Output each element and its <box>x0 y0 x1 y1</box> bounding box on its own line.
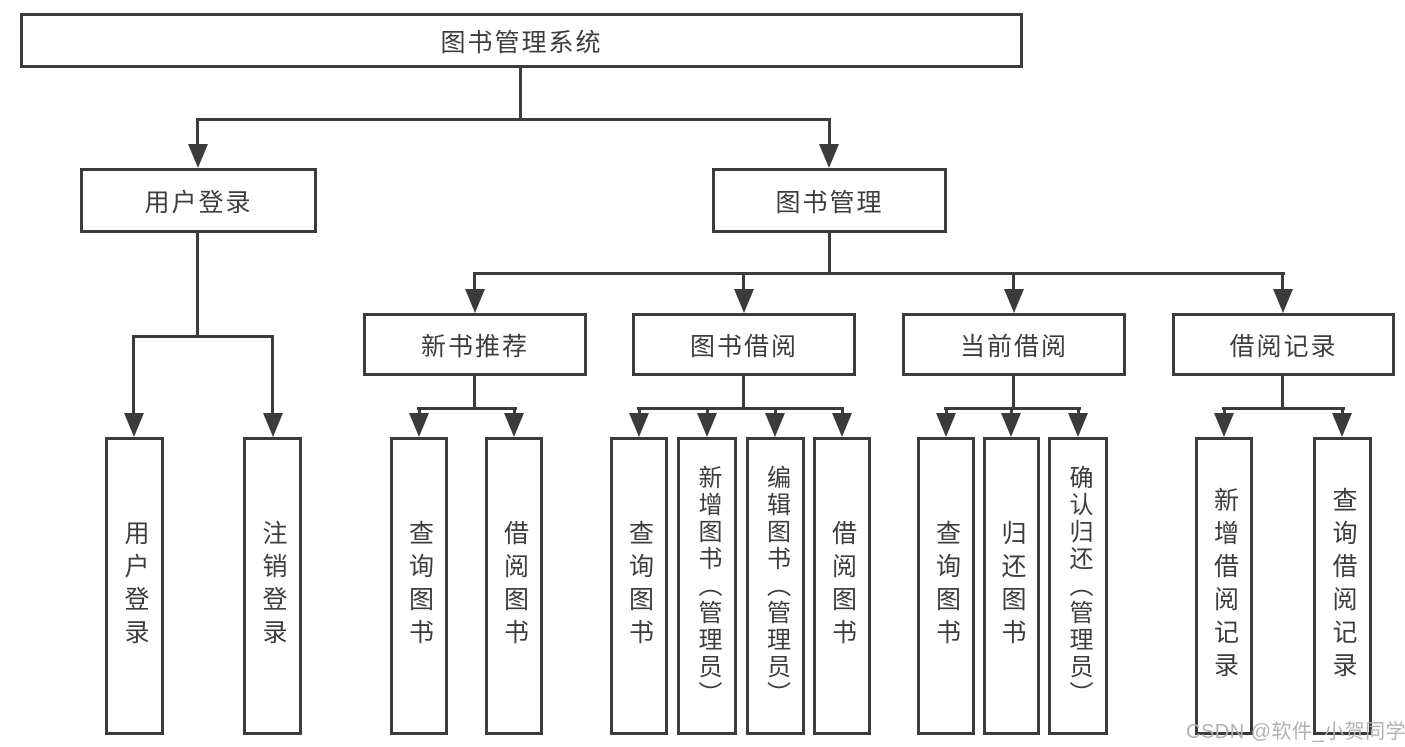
arrow-down-icon <box>819 144 839 168</box>
leaf-label: 查询图书 <box>405 520 434 652</box>
connector-line <box>196 233 199 335</box>
leaf-newrec-query-books: 查询图书 <box>390 437 448 735</box>
connector-line <box>774 407 777 416</box>
leaf-label: 查询借阅记录 <box>1329 487 1357 685</box>
node-current-borrow: 当前借阅 <box>902 313 1126 376</box>
leaf-label: 借阅图书 <box>828 520 857 652</box>
connector-line <box>706 407 709 416</box>
arrow-down-icon <box>1004 289 1024 313</box>
arrow-down-icon <box>765 413 785 437</box>
leaf-current-confirm-return-admin: 确认归还（管理员） <box>1048 437 1108 735</box>
connector-line <box>418 407 421 416</box>
leaf-user-login: 用户登录 <box>105 437 164 735</box>
arrow-down-icon <box>188 144 208 168</box>
leaf-label: 借阅图书 <box>500 520 529 652</box>
arrow-down-icon <box>504 413 524 437</box>
arrow-down-icon <box>734 289 754 313</box>
arrow-down-icon <box>936 413 956 437</box>
connector-line <box>513 407 516 416</box>
arrow-down-icon <box>263 413 283 437</box>
connector-line <box>1012 376 1015 409</box>
connector-line <box>132 335 135 417</box>
connector-line <box>1281 272 1284 294</box>
connector-line <box>1077 407 1080 416</box>
connector-line <box>473 272 1285 275</box>
arrow-down-icon <box>629 413 649 437</box>
connector-line <box>828 233 831 272</box>
connector-line <box>473 272 476 294</box>
connector-line <box>1222 407 1345 410</box>
leaf-label: 编辑图书（管理员） <box>762 464 790 708</box>
connector-line <box>1281 376 1284 409</box>
connector-line <box>637 407 844 410</box>
connector-line <box>841 407 844 416</box>
connector-line <box>271 335 274 417</box>
arrow-down-icon <box>124 413 144 437</box>
connector-line <box>1012 272 1015 294</box>
leaf-borrow-query-books: 查询图书 <box>610 437 668 735</box>
leaf-newrec-borrow-books: 借阅图书 <box>485 437 543 735</box>
leaf-label: 新增借阅记录 <box>1210 487 1239 685</box>
connector-line <box>1010 407 1013 416</box>
connector-line <box>519 68 522 120</box>
connector-line <box>132 335 274 338</box>
arrow-down-icon <box>1273 289 1293 313</box>
leaf-label: 新增图书（管理员） <box>694 464 721 708</box>
arrow-down-icon <box>1214 413 1234 437</box>
node-root: 图书管理系统 <box>20 13 1023 68</box>
leaf-label: 查询图书 <box>625 520 654 652</box>
connector-line <box>742 376 745 409</box>
leaf-borrow-add-books-admin: 新增图书（管理员） <box>677 437 737 735</box>
leaf-label: 确认归还（管理员） <box>1065 464 1092 708</box>
node-book-borrow: 图书借阅 <box>632 313 856 376</box>
node-new-book-recommend: 新书推荐 <box>363 313 587 376</box>
arrow-down-icon <box>1068 413 1088 437</box>
arrow-down-icon <box>409 413 429 437</box>
leaf-logout: 注销登录 <box>243 437 302 735</box>
connector-line <box>196 118 831 121</box>
leaf-current-return-books: 归还图书 <box>983 437 1040 735</box>
arrow-down-icon <box>697 413 717 437</box>
connector-line <box>473 376 476 409</box>
node-borrow-record: 借阅记录 <box>1172 313 1395 376</box>
watermark: CSDN @软件_小贺同学 <box>1186 721 1405 743</box>
node-user-login: 用户登录 <box>80 168 317 233</box>
arrow-down-icon <box>465 289 485 313</box>
leaf-borrow-borrow-books: 借阅图书 <box>813 437 871 735</box>
leaf-current-query-books: 查询图书 <box>917 437 975 735</box>
leaf-label: 注销登录 <box>259 520 287 652</box>
leaf-label: 查询图书 <box>932 520 961 652</box>
connector-line <box>417 407 517 410</box>
node-book-management: 图书管理 <box>712 168 947 233</box>
connector-line <box>742 272 745 294</box>
connector-line <box>196 118 199 148</box>
arrow-down-icon <box>832 413 852 437</box>
leaf-borrow-edit-books-admin: 编辑图书（管理员） <box>746 437 805 735</box>
connector-line <box>828 118 831 148</box>
arrow-down-icon <box>1001 413 1021 437</box>
leaf-label: 归还图书 <box>998 520 1026 652</box>
leaf-label: 用户登录 <box>121 520 149 652</box>
connector-line <box>1341 407 1344 416</box>
connector-line <box>945 407 948 416</box>
connector-line <box>1223 407 1226 416</box>
arrow-down-icon <box>1332 413 1352 437</box>
leaf-record-query-borrow-record: 查询借阅记录 <box>1313 437 1372 735</box>
leaf-record-add-borrow-record: 新增借阅记录 <box>1195 437 1253 735</box>
connector-line <box>638 407 641 416</box>
